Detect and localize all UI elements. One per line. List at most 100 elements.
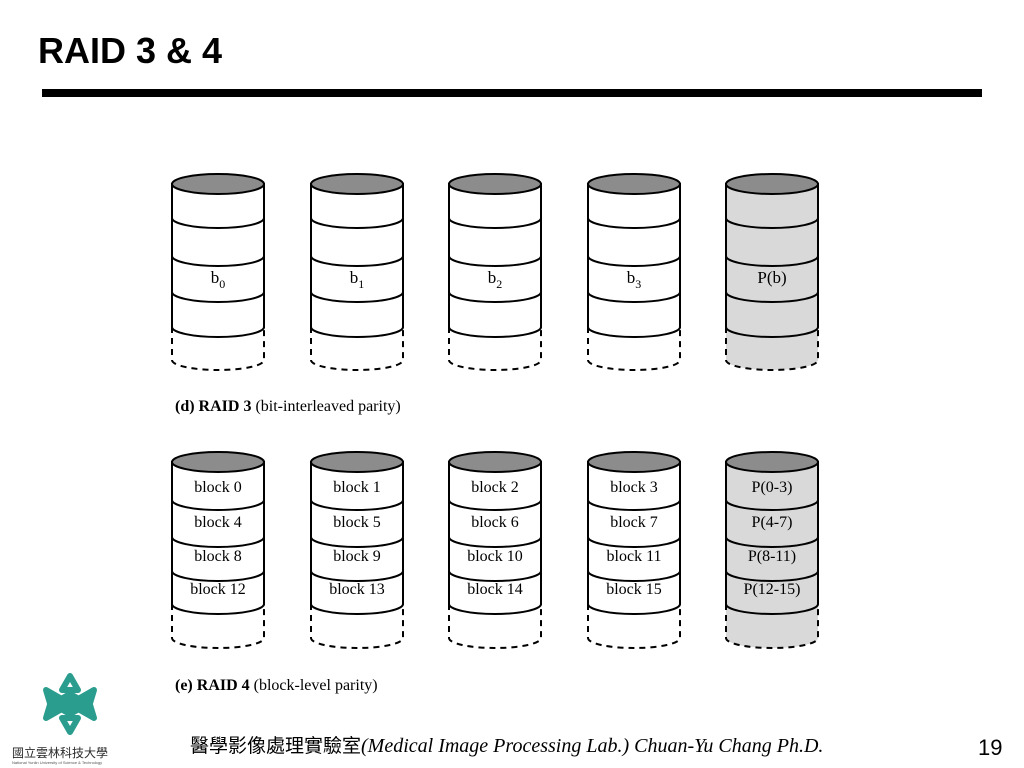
raid3-caption: (d) RAID 3 (bit-interleaved parity) [175,398,401,415]
disk-band-line [725,326,819,338]
disk-top [725,173,819,195]
disk-band-line [310,499,404,511]
disk-band-line [587,570,681,582]
block-label: block 13 [329,581,385,598]
block-label: block 0 [194,479,242,496]
disk-unused-section [587,604,681,649]
disk-band-line [171,570,265,582]
disk-band-line [448,217,542,229]
disk-band-line [171,255,265,267]
raid3-bit-subscript: 0 [219,277,225,291]
university-logo [10,672,145,768]
disk-band-line [310,536,404,548]
disk-band-line [725,291,819,303]
raid4-parity-disk: P(0-3)P(4-7)P(8-11)P(12-15) [725,451,819,649]
block-label: block 10 [467,548,523,565]
disk-band-line [310,326,404,338]
block-label: block 3 [610,479,658,496]
raid4-disk-2: block 2 block 6 block 10 block 14 [448,451,542,649]
block-label: block 2 [471,479,519,496]
disk-body [725,183,819,338]
block-label: block 6 [471,514,519,531]
raid4-disk-1: block 1 block 5 block 9 block 13 [310,451,404,649]
disk-band-line [310,255,404,267]
block-label: block 9 [333,548,381,565]
university-name: 國立雲林科技大學 [12,746,109,760]
block-label: block 4 [194,514,242,531]
raid3-disk-1: b1 [310,173,404,371]
disk-unused-section [587,327,681,371]
disk-top [587,173,681,195]
parity-block-label: P(0-3) [752,479,793,496]
raid4-caption-label: (e) RAID 4 [175,677,254,694]
raid4-caption: (e) RAID 4 (block-level parity) [175,677,378,694]
disk-unused-section [310,604,404,649]
disk-band-line [587,499,681,511]
disk-band-line [725,536,819,548]
disk-band-line [448,570,542,582]
disk-unused-section [448,604,542,649]
block-label: block 5 [333,514,381,531]
disk-body [171,183,265,338]
block-label: block 7 [610,514,658,531]
disk-band-line [448,499,542,511]
disk-band-line [587,603,681,615]
raid3-disk-0: b0 [171,173,265,371]
disk-top [725,451,819,473]
disk-band-line [448,536,542,548]
disk-band-line [448,255,542,267]
title-divider [42,89,982,97]
disk-band-line [725,603,819,615]
disk-band-line [310,603,404,615]
disk-unused-section [171,604,265,649]
disk-band-line [310,570,404,582]
disk-unused-section [448,327,542,371]
parity-block-label: P(4-7) [752,514,793,531]
disk-top [587,451,681,473]
raid3-bit-label: P(b) [757,268,786,287]
disk-band-line [725,570,819,582]
raid3-bit-subscript: 2 [496,277,502,291]
disk-unused-section [725,327,819,371]
disk-band-line [171,326,265,338]
footer-credit: 醫學影像處理實驗室(Medical Image Processing Lab.)… [190,731,823,758]
disk-band-line [725,255,819,267]
disk-band-line [171,499,265,511]
block-label: block 1 [333,479,381,496]
block-label: block 15 [606,581,662,598]
disk-band-line [448,603,542,615]
raid3-disk-3: b3 [587,173,681,371]
disk-top [310,451,404,473]
disk-band-line [310,291,404,303]
raid4-disk-3: block 3 block 7 block 11 block 15 [587,451,681,649]
disk-band-line [171,217,265,229]
disk-band-line [587,326,681,338]
parity-block-label: P(12-15) [744,581,801,598]
disk-band-line [725,217,819,229]
disk-top [448,173,542,195]
lab-name-cn: 醫學影像處理實驗室 [190,735,362,757]
raid3-caption-desc: (bit-interleaved parity) [255,398,400,415]
slide-title: RAID 3 & 4 [38,30,223,71]
disk-top [171,173,265,195]
disk-band-line [587,255,681,267]
block-label: block 14 [467,581,523,598]
raid3-disk-2: b2 [448,173,542,371]
block-label: block 8 [194,548,242,565]
page-number: 19 [978,735,1003,760]
disk-body [448,183,542,338]
disk-band-line [310,217,404,229]
block-label: block 11 [607,548,662,565]
disk-band-line [725,499,819,511]
university-name-en: National Yunlin University of Science & … [12,760,103,765]
disk-band-line [587,536,681,548]
disk-top [171,451,265,473]
lab-name-en: (Medical Image Processing Lab.) Chuan-Yu… [361,735,824,757]
raid3-parity-disk: P(b) [725,173,819,371]
disk-unused-section [310,327,404,371]
logo-emblem-icon [43,673,97,735]
raid3-caption-label: (d) RAID 3 [175,398,255,415]
disk-band-line [448,326,542,338]
